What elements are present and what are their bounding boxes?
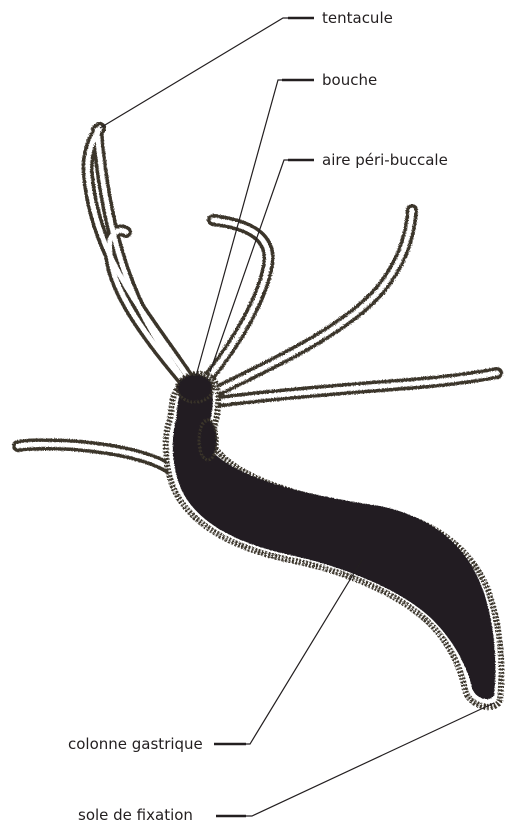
label-bouche: bouche [322,71,377,89]
leader-line-tentacule [100,18,314,128]
leader-line-colonne-gastrique [216,560,362,744]
tentacle-right-upper [215,210,412,392]
body-column [166,374,502,707]
label-sole-de-fixation: sole de fixation [78,806,193,824]
body-fill [173,381,496,699]
label-tentacule: tentacule [322,9,393,27]
tentacles [18,128,497,470]
leader-line-sole-de-fixation [218,703,494,816]
leader-lines [100,18,494,816]
label-colonne-gastrique: colonne gastrique [68,735,203,753]
label-aire-peri-buccale: aire péri-buccale [322,151,448,169]
peri-buccal-area [199,420,217,460]
mouth-dome [177,374,213,402]
